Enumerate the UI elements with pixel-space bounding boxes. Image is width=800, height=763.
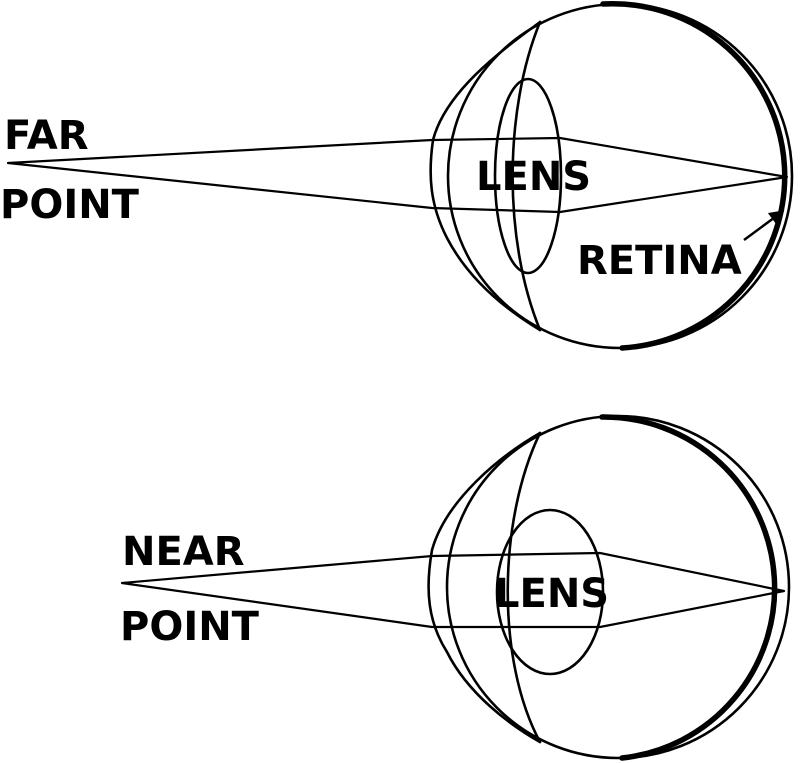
bottom-cornea bbox=[427, 431, 542, 744]
top-light-rays bbox=[6, 136, 789, 214]
bottom-lens bbox=[495, 508, 605, 676]
top-retina-arc bbox=[600, 0, 788, 351]
top-retina-arrow bbox=[743, 210, 785, 242]
bottom-lens-label: LENS bbox=[494, 571, 609, 617]
far-label-line2: POINT bbox=[0, 182, 140, 228]
bottom-iris-line bbox=[506, 431, 542, 744]
bottom-retina-arc bbox=[599, 414, 778, 761]
retina-label: RETINA bbox=[577, 238, 742, 284]
top-lens bbox=[493, 77, 563, 275]
top-cornea bbox=[429, 20, 542, 332]
bottom-light-rays bbox=[120, 551, 786, 629]
far-label-line1: FAR bbox=[4, 113, 89, 159]
top-eye: FAR POINT LENS RETINA bbox=[0, 0, 794, 351]
near-label-line2: POINT bbox=[120, 604, 260, 650]
bottom-eye: NEAR POINT LENS bbox=[120, 414, 791, 761]
top-lens-label: LENS bbox=[476, 154, 591, 200]
top-iris-line bbox=[511, 20, 542, 332]
near-label-line1: NEAR bbox=[122, 529, 245, 575]
